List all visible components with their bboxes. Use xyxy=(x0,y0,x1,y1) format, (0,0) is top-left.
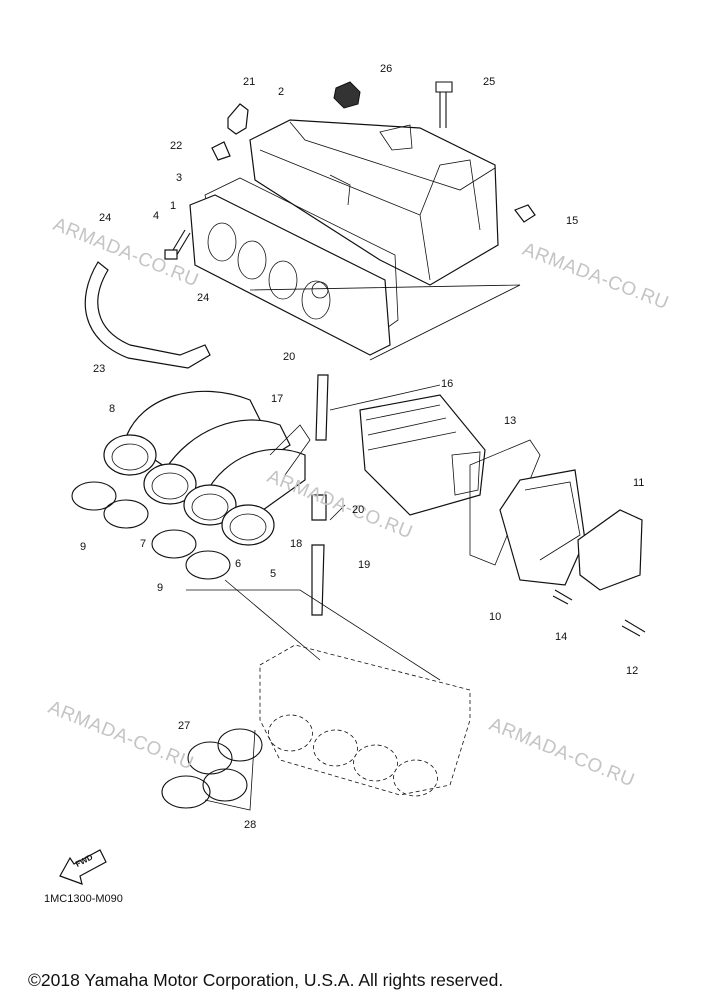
part-number: 13 xyxy=(504,415,517,427)
clamp-26 xyxy=(333,81,361,109)
part-number: 24 xyxy=(99,212,112,224)
part-number: 19 xyxy=(358,559,371,571)
cover-11 xyxy=(577,509,643,591)
part-number: 7 xyxy=(140,538,147,550)
part-number: 23 xyxy=(93,363,106,375)
clip-22 xyxy=(211,141,231,161)
part-number: 21 xyxy=(243,76,256,88)
air-filter-element xyxy=(359,394,486,516)
part-number: 1 xyxy=(170,200,177,212)
part-number: 24 xyxy=(197,292,210,304)
part-number: 28 xyxy=(244,819,257,831)
copyright-notice: ©2018 Yamaha Motor Corporation, U.S.A. A… xyxy=(28,970,504,990)
part-number: 15 xyxy=(566,215,579,227)
nut-15 xyxy=(514,204,536,223)
joint-plate xyxy=(189,194,391,356)
fwd-arrow-icon xyxy=(59,849,107,885)
part-number: 20 xyxy=(283,351,296,363)
part-number: 6 xyxy=(235,558,242,570)
part-number: 26 xyxy=(380,63,393,75)
engine-outline xyxy=(259,644,471,796)
hose-clamps-9 xyxy=(71,481,231,580)
part-number: 4 xyxy=(153,210,160,222)
bolt-4 xyxy=(164,229,191,260)
breather-hose xyxy=(84,261,211,369)
screw-14 xyxy=(552,589,573,605)
bolt-25 xyxy=(435,81,453,128)
part-number: 9 xyxy=(80,541,87,553)
clip-21 xyxy=(227,103,249,135)
element-cover xyxy=(499,469,586,586)
air-filter-case xyxy=(249,119,499,286)
part-number: 11 xyxy=(633,477,645,489)
part-number: 27 xyxy=(178,720,191,732)
part-number: 2 xyxy=(278,86,285,98)
part-number: 12 xyxy=(626,665,639,677)
drain-plug-18 xyxy=(311,494,327,521)
guide-lines xyxy=(186,284,521,681)
part-number: 17 xyxy=(271,393,284,405)
engine-ports xyxy=(268,714,438,797)
reference-code: 1MC1300-M090 xyxy=(44,893,123,905)
part-number: 16 xyxy=(441,378,454,390)
part-number: 22 xyxy=(170,140,183,152)
drain-hose-19 xyxy=(311,544,325,616)
part-number: 9 xyxy=(157,582,164,594)
part-number: 25 xyxy=(483,76,496,88)
part-number: 3 xyxy=(176,172,183,184)
part-number: 10 xyxy=(489,611,502,623)
screw-12 xyxy=(621,619,646,637)
carb-joint-clamps xyxy=(161,728,263,811)
part-number: 14 xyxy=(555,631,568,643)
part-number: 8 xyxy=(109,403,116,415)
part-number: 18 xyxy=(290,538,303,550)
intake-joints xyxy=(103,390,311,546)
part-number: 5 xyxy=(270,568,277,580)
drain-hose-17 xyxy=(315,374,329,441)
part-number: 20 xyxy=(352,504,365,516)
